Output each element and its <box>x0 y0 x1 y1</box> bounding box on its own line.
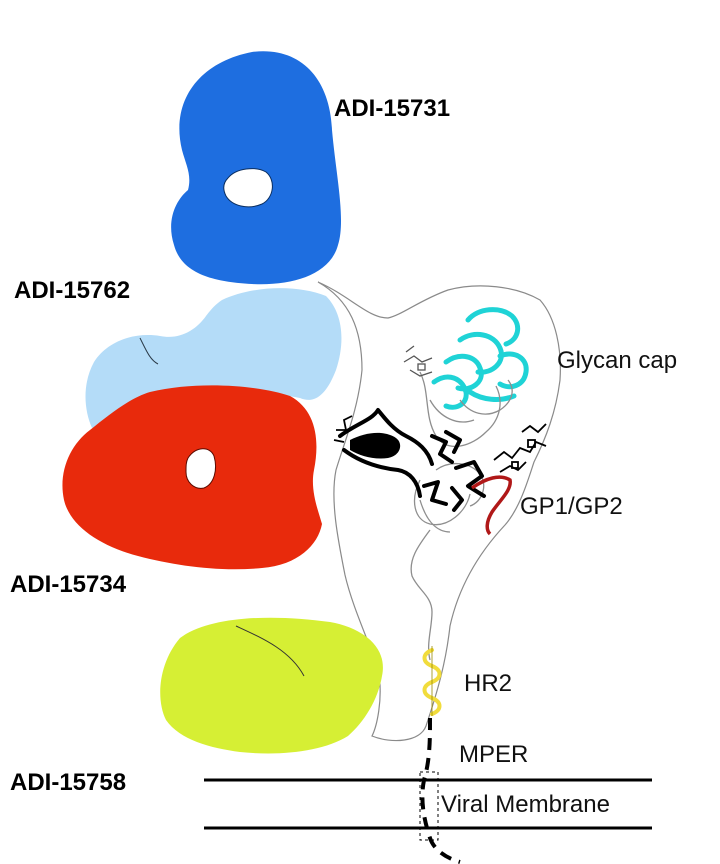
adi-15731-hole <box>223 168 273 208</box>
adi-15758-contour-line <box>235 625 305 677</box>
adi-15762-contour-line <box>139 337 159 365</box>
label-gp1-gp2: GP1/GP2 <box>520 493 623 520</box>
label-adi-15731: ADI-15731 <box>334 95 450 122</box>
label-adi-15758: ADI-15758 <box>10 769 126 796</box>
membrane-anchor-box <box>419 771 439 841</box>
label-adi-15762: ADI-15762 <box>14 277 130 304</box>
mper-dashed-line <box>420 717 461 864</box>
label-glycan-cap: Glycan cap <box>557 347 677 374</box>
label-mper: MPER <box>459 741 528 768</box>
label-hr2: HR2 <box>464 670 512 697</box>
gp1-gp2-red-strand <box>470 475 512 536</box>
adi-15731-density <box>171 51 342 285</box>
hr2-helix <box>422 648 442 716</box>
adi-15734-hole <box>185 448 217 489</box>
label-adi-15734: ADI-15734 <box>10 571 127 598</box>
gp-core-black-ribbons <box>338 408 486 512</box>
glycan-sticks-right <box>493 423 547 473</box>
glycan-sticks <box>403 345 433 377</box>
glycan-sticks-left <box>333 415 353 443</box>
adi-15758-density <box>160 617 383 754</box>
gp-core-black-fill <box>350 432 401 459</box>
label-viral-membrane: Viral Membrane <box>441 791 610 818</box>
